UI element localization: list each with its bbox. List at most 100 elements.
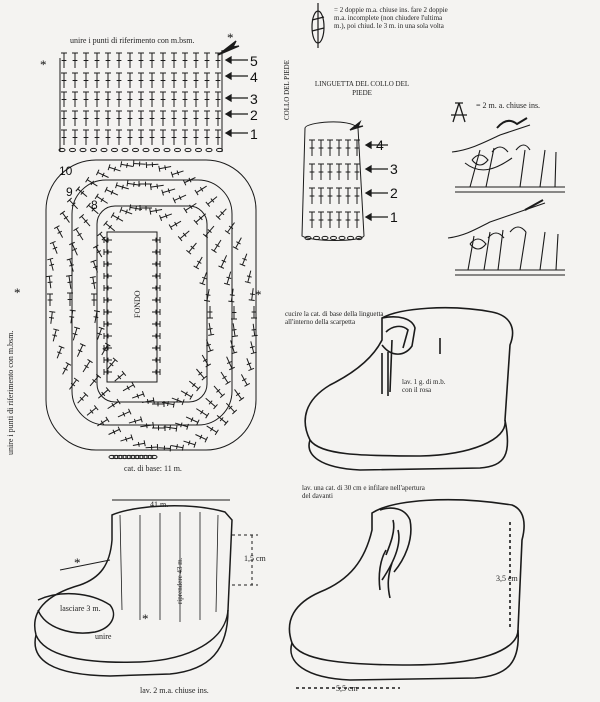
double-crochet-stitch bbox=[72, 326, 81, 341]
double-crochet-stitch bbox=[65, 274, 73, 289]
double-crochet-stitch bbox=[127, 52, 133, 68]
double-crochet-stitch bbox=[171, 129, 177, 145]
double-crochet-stitch bbox=[95, 169, 109, 178]
double-crochet-stitch bbox=[61, 52, 67, 68]
double-crochet-stitch bbox=[224, 222, 235, 235]
sole-ring bbox=[71, 179, 233, 426]
double-crochet-stitch bbox=[215, 110, 221, 126]
double-crochet-stitch bbox=[97, 231, 108, 244]
double-crochet-stitch bbox=[193, 52, 199, 68]
double-crochet-stitch bbox=[246, 358, 255, 371]
row-arrows bbox=[217, 40, 388, 222]
double-crochet-stitch bbox=[204, 52, 210, 68]
sole-ring bbox=[96, 205, 208, 403]
double-crochet-stitch bbox=[172, 194, 187, 204]
technique-illustration-bottom bbox=[447, 199, 565, 276]
height-15-label: 1,5 cm bbox=[244, 554, 266, 563]
double-crochet-stitch bbox=[107, 164, 121, 172]
double-crochet-stitch bbox=[180, 390, 194, 400]
chain-stitch bbox=[121, 454, 129, 460]
double-crochet-stitch bbox=[206, 425, 219, 436]
double-crochet-stitch bbox=[168, 220, 182, 230]
chain-stitch bbox=[69, 147, 76, 153]
double-crochet-stitch bbox=[145, 443, 159, 450]
double-crochet-stitch bbox=[131, 390, 145, 399]
double-crochet-stitch bbox=[158, 165, 172, 172]
double-crochet-stitch bbox=[89, 373, 102, 387]
row-number: 4 bbox=[250, 69, 258, 85]
row-number: 9 bbox=[66, 185, 73, 199]
chain-stitch bbox=[163, 147, 171, 153]
double-crochet-stitch bbox=[204, 72, 210, 88]
double-crochet-stitch bbox=[152, 297, 161, 303]
row-number: 1 bbox=[250, 126, 258, 142]
double-crochet-stitch bbox=[318, 139, 324, 156]
double-crochet-stitch bbox=[207, 322, 215, 336]
chain-stitch bbox=[90, 147, 97, 153]
double-crochet-stitch bbox=[336, 187, 342, 204]
double-crochet-stitch bbox=[89, 276, 97, 290]
double-crochet-stitch bbox=[203, 288, 211, 302]
double-crochet-stitch bbox=[327, 139, 333, 156]
double-crochet-stitch bbox=[149, 208, 163, 215]
double-crochet-stitch bbox=[140, 421, 155, 429]
chain-stitch bbox=[58, 147, 66, 153]
double-crochet-stitch bbox=[69, 309, 76, 324]
double-crochet-stitch bbox=[119, 206, 133, 215]
double-crochet-stitch bbox=[86, 405, 99, 416]
double-crochet-stitch bbox=[82, 358, 93, 373]
row-number: 8 bbox=[91, 198, 98, 212]
double-crochet-stitch bbox=[201, 354, 212, 368]
double-crochet-stitch bbox=[103, 220, 116, 232]
double-crochet-stitch bbox=[59, 210, 70, 223]
bootie-bottom-left bbox=[34, 499, 258, 677]
double-crochet-stitch bbox=[231, 323, 239, 338]
double-crochet-stitch bbox=[101, 342, 111, 356]
double-crochet-stitch bbox=[336, 139, 342, 156]
width-55-label: 5,5 cm bbox=[336, 684, 358, 693]
double-crochet-stitch bbox=[78, 213, 91, 227]
double-crochet-stitch bbox=[223, 271, 232, 286]
double-crochet-stitch bbox=[90, 259, 98, 273]
double-crochet-stitch bbox=[171, 397, 185, 406]
double-crochet-stitch bbox=[218, 255, 228, 269]
reference-star: * bbox=[142, 611, 149, 626]
double-crochet-stitch bbox=[103, 369, 112, 375]
double-crochet-stitch bbox=[103, 237, 112, 243]
technique-illustration-top bbox=[451, 117, 565, 193]
bottom-decrease-label: lav. 2 m.a. chiuse ins. bbox=[140, 686, 209, 695]
chain-stitch bbox=[146, 454, 154, 460]
double-crochet-stitch bbox=[152, 249, 161, 255]
double-crochet-stitch bbox=[94, 52, 100, 68]
double-crochet-stitch bbox=[195, 434, 209, 443]
double-crochet-stitch bbox=[116, 129, 122, 145]
base-chain-outline bbox=[106, 231, 158, 383]
double-crochet-stitch bbox=[205, 397, 218, 410]
double-crochet-stitch bbox=[231, 306, 237, 320]
double-crochet-stitch bbox=[93, 310, 101, 324]
double-crochet-stitch bbox=[345, 211, 351, 228]
double-crochet-stitch bbox=[193, 129, 199, 145]
double-crochet-stitch bbox=[249, 341, 257, 355]
double-crochet-stitch bbox=[215, 208, 227, 220]
chain-stitch bbox=[79, 147, 87, 153]
double-crochet-stitch bbox=[61, 110, 67, 126]
start-marker bbox=[217, 40, 240, 56]
double-crochet-stitch bbox=[234, 389, 245, 402]
double-crochet-stitch bbox=[141, 397, 155, 404]
double-crochet-stitch bbox=[94, 110, 100, 126]
double-crochet-stitch bbox=[152, 261, 161, 267]
double-crochet-stitch bbox=[127, 110, 133, 126]
double-crochet-stitch bbox=[171, 72, 177, 88]
double-crochet-stitch bbox=[132, 440, 146, 447]
double-crochet-stitch bbox=[145, 162, 159, 169]
double-crochet-stitch bbox=[105, 52, 111, 68]
double-crochet-stitch bbox=[345, 139, 351, 156]
double-crochet-stitch bbox=[132, 160, 146, 167]
double-crochet-stitch bbox=[103, 297, 112, 303]
double-crochet-stitch bbox=[69, 241, 78, 256]
double-crochet-stitch bbox=[232, 237, 242, 250]
double-crochet-stitch bbox=[211, 239, 222, 254]
width-41-label: 41 m. bbox=[150, 500, 169, 509]
chain-stitch bbox=[347, 235, 354, 241]
